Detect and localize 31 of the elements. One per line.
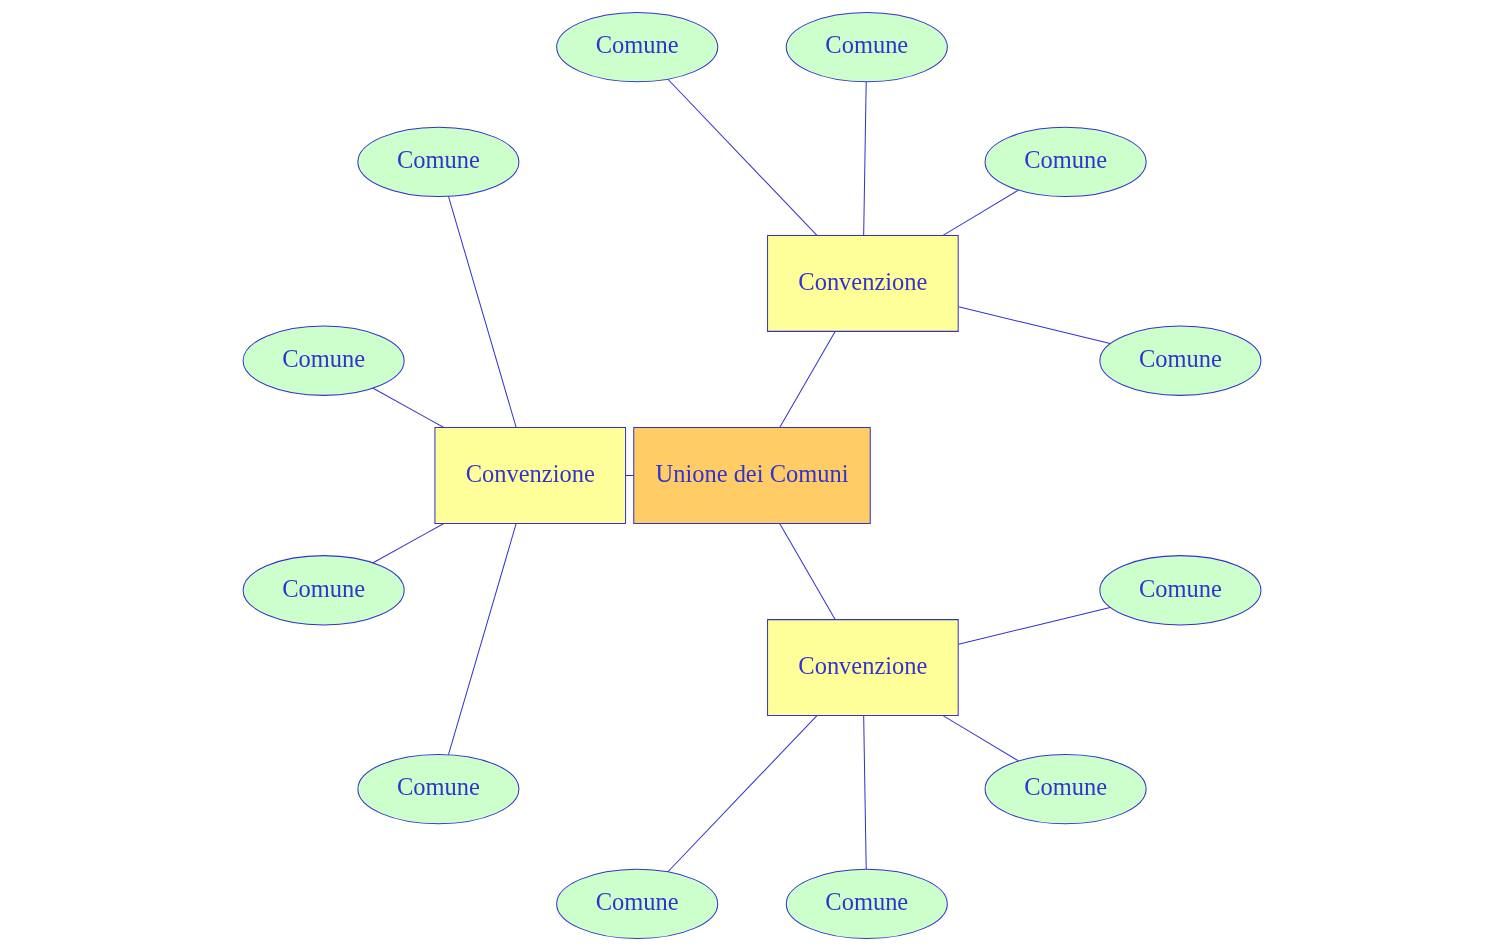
connector: [447, 195, 517, 429]
node-ellipse: Comune: [1098, 325, 1261, 396]
node-ellipse: Comune: [785, 868, 948, 940]
node-ellipse: Comune: [356, 126, 519, 198]
connector: [862, 715, 867, 870]
node-ellipse: Comune: [984, 126, 1147, 198]
connector: [447, 522, 517, 756]
node-ellipse: Comune: [356, 753, 519, 825]
node-box: Convenzione: [766, 235, 959, 332]
connector: [778, 330, 836, 429]
connector: [957, 606, 1111, 645]
node-box: Unione dei Comuni: [632, 427, 871, 524]
node-ellipse: Comune: [242, 555, 405, 626]
connector: [957, 306, 1111, 345]
node-box: Convenzione: [766, 619, 959, 716]
connector: [372, 387, 444, 428]
connector: [372, 523, 444, 564]
connector: [624, 475, 634, 476]
node-ellipse: Comune: [984, 753, 1147, 825]
node-ellipse: Comune: [555, 11, 718, 83]
node-ellipse: Comune: [555, 868, 718, 940]
connector: [862, 81, 867, 236]
connector: [666, 715, 817, 873]
node-ellipse: Comune: [242, 325, 405, 396]
connector: [666, 78, 817, 236]
node-box: Convenzione: [433, 427, 626, 524]
connector: [942, 189, 1019, 236]
connector: [942, 715, 1019, 762]
node-ellipse: Comune: [1098, 555, 1261, 626]
node-ellipse: Comune: [785, 11, 948, 83]
connector: [778, 522, 836, 621]
